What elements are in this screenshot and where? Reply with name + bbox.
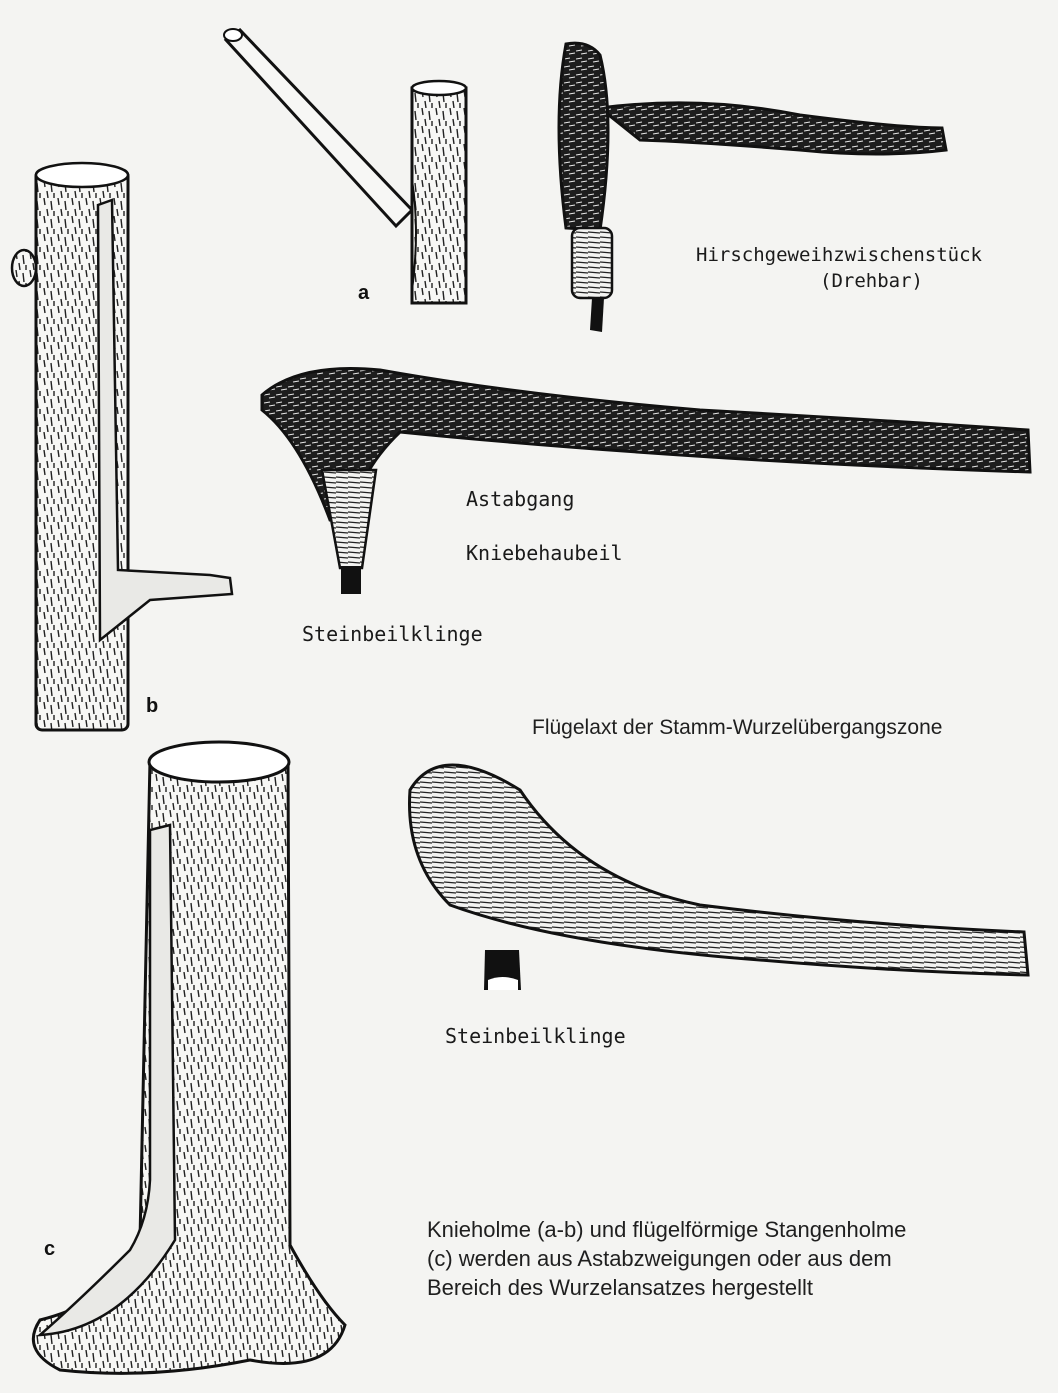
- label-steinbeilklinge-top: Steinbeilklinge: [302, 622, 483, 646]
- label-b: b: [146, 695, 158, 718]
- knee-shaft-a: [224, 29, 466, 303]
- label-c: c: [44, 1238, 55, 1261]
- label-astabgang: Astabgang: [466, 487, 574, 511]
- wing-shaft-c: [33, 742, 345, 1373]
- wing-axe: [410, 765, 1029, 990]
- caption-bottom-line-1: Knieholme (a-b) und flügelförmige Stange…: [427, 1215, 1047, 1244]
- label-hirschgeweih: Hirschgeweihzwischenstück: [696, 244, 982, 266]
- caption-bottom-line-3: Bereich des Wurzelansatzes hergestellt: [427, 1273, 1047, 1302]
- caption-bottom: Knieholme (a-b) und flügelförmige Stange…: [427, 1215, 1047, 1302]
- label-steinbeilklinge-bottom: Steinbeilklinge: [445, 1024, 626, 1048]
- label-a: a: [358, 282, 369, 305]
- label-kniebehaubeil: Kniebehaubeil: [466, 541, 623, 565]
- caption-middle: Flügelaxt der Stamm-Wurzelübergangszone: [532, 716, 942, 740]
- knee-adze: [262, 368, 1030, 594]
- label-drehbar: (Drehbar): [820, 270, 923, 292]
- caption-bottom-line-2: (c) werden aus Astabzweigungen oder aus …: [427, 1244, 1047, 1273]
- knee-shaft-b: [12, 163, 232, 730]
